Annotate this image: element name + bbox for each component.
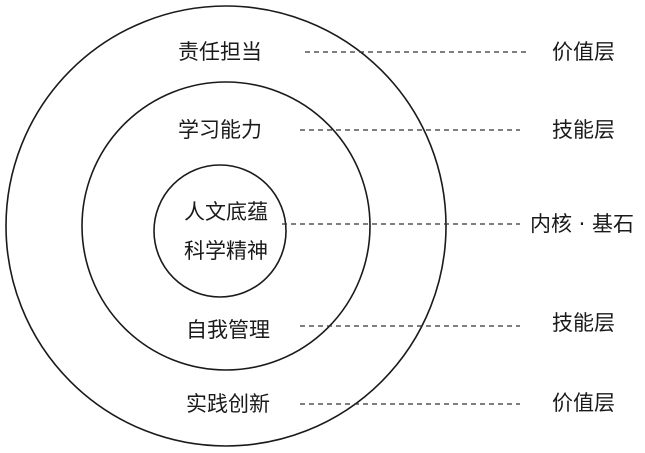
outer-ring: [5, 5, 447, 447]
layer-label-core: 内核 · 基石: [530, 212, 634, 236]
layer-label-middle-top: 技能层: [552, 118, 615, 142]
inner-ring-line2-label: 科学精神: [184, 239, 268, 263]
middle-ring-bottom-label: 自我管理: [186, 318, 270, 342]
outer-ring-bottom-label: 实践创新: [186, 392, 270, 416]
layer-label-outer-bottom: 价值层: [552, 391, 615, 415]
middle-ring-top-label: 学习能力: [178, 118, 262, 142]
outer-ring-top-label: 责任担当: [178, 40, 262, 64]
inner-ring-line1-label: 人文底蕴: [184, 200, 268, 224]
layer-label-middle-bottom: 技能层: [552, 311, 615, 335]
inner-ring: [153, 164, 287, 298]
middle-ring: [81, 81, 371, 371]
layer-label-outer-top: 价值层: [552, 40, 615, 64]
